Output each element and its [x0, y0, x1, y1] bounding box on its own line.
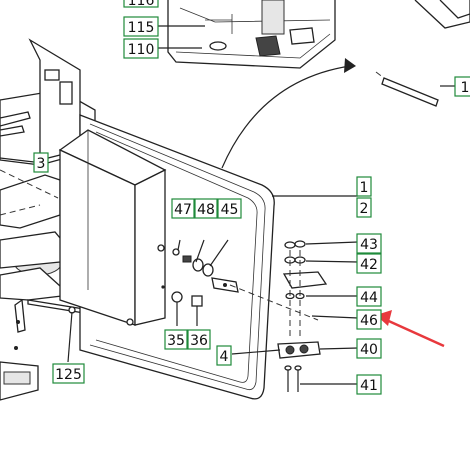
leader-lines [0, 25, 455, 385]
svg-text:4: 4 [220, 349, 229, 365]
svg-text:45: 45 [221, 202, 239, 218]
label-45: 45 [217, 198, 242, 219]
label-110: 110 [123, 38, 159, 59]
svg-text:46: 46 [360, 313, 378, 329]
label-44: 44 [356, 286, 382, 307]
svg-text:110: 110 [128, 42, 155, 58]
callout-arrow [376, 310, 445, 348]
svg-text:44: 44 [360, 290, 378, 306]
svg-text:40: 40 [360, 342, 378, 358]
pin-hardware [172, 239, 239, 293]
svg-text:35: 35 [167, 333, 185, 349]
svg-text:48: 48 [197, 202, 215, 218]
label-35: 35 [164, 329, 188, 350]
svg-text:1: 1 [360, 180, 369, 196]
label-2: 2 [356, 197, 372, 218]
label-48: 48 [194, 198, 218, 219]
label-42: 42 [356, 253, 382, 274]
top-right-rail [414, 0, 470, 29]
label-4: 4 [216, 345, 232, 366]
sealing-strip [375, 71, 439, 107]
label-3: 3 [33, 152, 49, 173]
svg-text:47: 47 [174, 202, 192, 218]
upper-assembly-inset [167, 0, 336, 69]
svg-text:2: 2 [360, 201, 369, 217]
label-41: 41 [356, 374, 382, 395]
electrical-box [58, 129, 167, 326]
svg-text:43: 43 [360, 237, 378, 253]
label-40: 40 [356, 338, 382, 359]
hinge-hardware [229, 240, 328, 392]
svg-text:125: 125 [55, 367, 82, 383]
label-125: 125 [52, 363, 85, 384]
label-47: 47 [171, 198, 195, 219]
svg-text:1: 1 [461, 80, 470, 96]
svg-text:3: 3 [37, 156, 46, 172]
label-43: 43 [356, 233, 382, 254]
bolt-hardware [161, 285, 203, 326]
svg-text:115: 115 [128, 20, 155, 36]
transition-arrow [221, 58, 356, 169]
label-116: 116 [123, 0, 159, 9]
label-1: 1 [356, 176, 372, 197]
label-36: 36 [187, 329, 211, 350]
label-1-right: 1 [454, 76, 470, 97]
svg-text:42: 42 [360, 257, 378, 273]
svg-text:116: 116 [128, 0, 155, 9]
label-115: 115 [123, 16, 159, 37]
svg-text:41: 41 [360, 378, 378, 394]
svg-text:36: 36 [190, 333, 208, 349]
label-46: 46 [356, 309, 382, 330]
